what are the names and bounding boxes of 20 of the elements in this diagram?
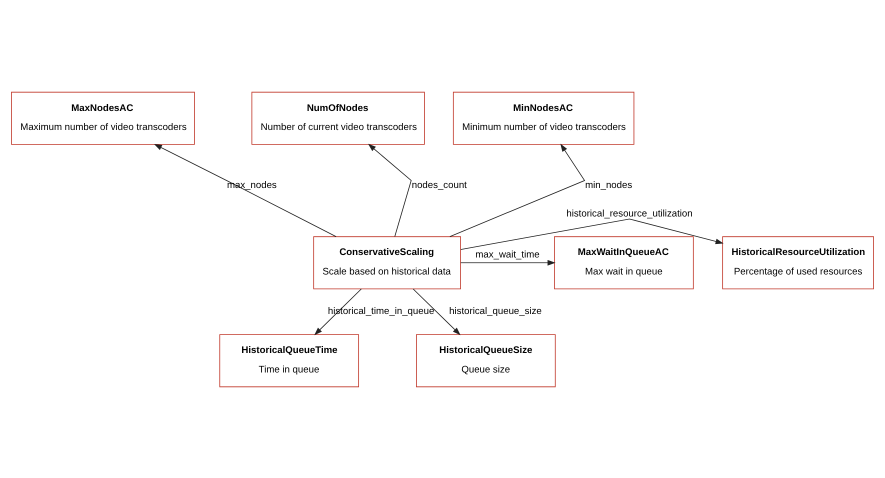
edge-label: nodes_count [412,180,467,191]
node-box: MaxNodesAC Maximum number of video transcoders [11,91,195,144]
node-box: HistoricalQueueTime Time in queue [219,334,360,387]
arrow [460,218,724,250]
edge-label: historical_resource_utilization [566,208,693,219]
node-box: ConservativeScaling Scale based on historical data [313,236,461,289]
node-box: HistoricalResourceUtilization Percentage of used resources [722,236,874,289]
edge-label: min_nodes [585,180,632,191]
node-box: HistoricalQueueSize Queue size [416,334,556,387]
edge-label: max_wait_time [475,249,540,260]
arrow [449,143,585,237]
arrow [460,259,556,266]
node-box: MaxWaitInQueueAC Max wait in queue [554,236,694,289]
arrow [412,288,461,335]
node-box: NumOfNodes Number of current video transcoders [251,91,425,144]
edge-label: historical_queue_size [449,306,542,317]
arrow [368,143,412,236]
arrow [314,288,362,335]
arrow [154,143,336,237]
node-box: MinNodesAC Minimum number of video transcoders [452,91,634,144]
